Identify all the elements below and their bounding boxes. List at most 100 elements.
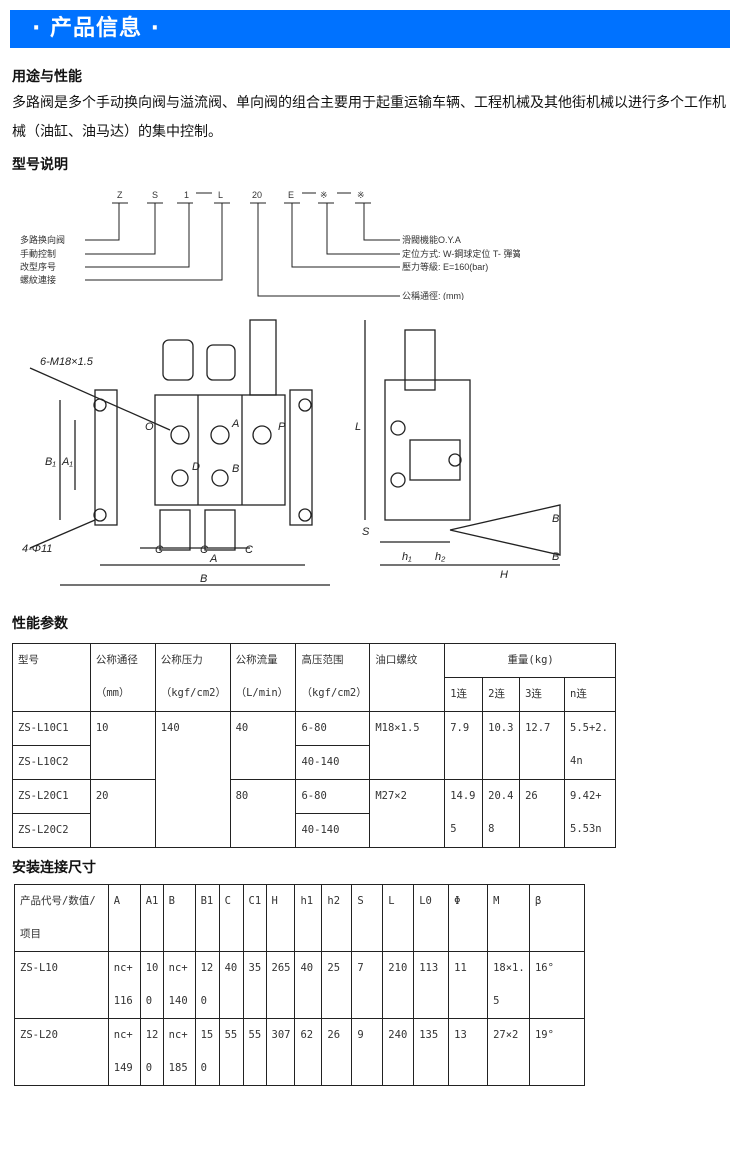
svg-text:B₁: B₁ [45, 456, 56, 468]
svg-text:公稱通徑: (mm): 公稱通徑: (mm) [402, 290, 464, 300]
perf-heading: 性能参数 [12, 616, 68, 632]
svg-text:6-M18×1.5: 6-M18×1.5 [40, 356, 94, 368]
svg-text:L: L [218, 190, 223, 200]
svg-text:B: B [552, 513, 559, 525]
svg-text:h₁: h₁ [402, 551, 412, 563]
table-cell: L [382, 884, 415, 952]
table-cell: h1 [294, 884, 323, 952]
table-cell: 55 [242, 1018, 267, 1086]
svg-text:滑閥機能O.Y.A: 滑閥機能O.Y.A [402, 234, 461, 245]
table-cell: 9 [351, 1018, 384, 1086]
svg-text:※: ※ [320, 190, 328, 200]
table-cell: 120 [139, 1018, 164, 1086]
table-cell: C [218, 884, 244, 952]
svg-text:O: O [145, 421, 154, 433]
table-cell: 16° [528, 951, 586, 1019]
svg-text:改型序号: 改型序号 [20, 261, 56, 272]
table-cell: 240 [382, 1018, 415, 1086]
table-cell: nc+185 [162, 1018, 196, 1086]
svg-text:C: C [200, 544, 208, 556]
table-cell: 150 [194, 1018, 220, 1086]
table-cell: 18×1.5 [487, 951, 530, 1019]
table-cell: 35 [242, 951, 267, 1019]
svg-text:1: 1 [184, 190, 189, 200]
table-cell: 307 [265, 1018, 296, 1086]
table-cell: β [528, 884, 586, 952]
table-cell: 7 [351, 951, 384, 1019]
svg-text:E: E [288, 190, 294, 200]
table-cell: B [162, 884, 196, 952]
svg-text:C: C [155, 544, 163, 556]
table-cell: A1 [139, 884, 164, 952]
svg-text:多路换向阀: 多路换向阀 [20, 234, 65, 245]
svg-text:Z: Z [117, 190, 123, 200]
svg-text:※: ※ [357, 190, 365, 200]
table-cell: H [265, 884, 296, 952]
svg-text:手動控制: 手動控制 [20, 248, 56, 259]
table-cell: 26 [321, 1018, 353, 1086]
table-cell: nc+140 [162, 951, 196, 1019]
table-cell: A [107, 884, 141, 952]
svg-text:C: C [245, 544, 253, 556]
section-banner: · 产品信息 · [10, 10, 730, 48]
table-cell: 135 [413, 1018, 450, 1086]
table-cell: C1 [242, 884, 267, 952]
svg-text:D: D [192, 461, 200, 473]
table-cell: 产品代号/数值/项目 [14, 884, 109, 952]
svg-text:螺紋連接: 螺紋連接 [20, 274, 56, 285]
table-cell: 25 [321, 951, 353, 1019]
svg-text:S: S [152, 190, 158, 200]
install-heading: 安装连接尺寸 [12, 860, 96, 876]
table-cell: 265 [265, 951, 296, 1019]
model-heading: 型号说明 [12, 157, 68, 173]
table-cell: 62 [294, 1018, 323, 1086]
svg-text:B: B [552, 551, 559, 563]
svg-text:4-Φ11: 4-Φ11 [22, 543, 52, 555]
svg-text:A: A [231, 418, 239, 430]
table-cell: L0 [413, 884, 450, 952]
table-cell: M [487, 884, 530, 952]
table-cell: 40 [218, 951, 244, 1019]
table-cell: ZS-L10 [14, 951, 109, 1019]
usage-text: 多路阀是多个手动换向阀与溢流阀、单向阀的组合主要用于起重运输车辆、工程机械及其他… [12, 95, 726, 140]
svg-text:A₁: A₁ [61, 456, 73, 468]
svg-text:P: P [278, 421, 286, 433]
table-cell: Φ [448, 884, 489, 952]
table-cell: 120 [194, 951, 220, 1019]
svg-text:L: L [355, 421, 361, 433]
table-cell: 40 [294, 951, 323, 1019]
table-cell: B1 [194, 884, 220, 952]
table-cell: 27×2 [487, 1018, 530, 1086]
table-cell: 13 [448, 1018, 489, 1086]
table-cell: 11 [448, 951, 489, 1019]
svg-text:B: B [200, 573, 207, 585]
table-cell: nc+149 [107, 1018, 141, 1086]
table-cell: 55 [218, 1018, 244, 1086]
table-cell: h2 [321, 884, 353, 952]
table-cell: 100 [139, 951, 164, 1019]
table-cell: nc+116 [107, 951, 141, 1019]
svg-text:A: A [209, 553, 217, 565]
svg-text:定位方式: W-鋼球定位 T- 彈簧復位: 定位方式: W-鋼球定位 T- 彈簧復位 [402, 248, 520, 259]
svg-text:B: B [232, 463, 239, 475]
table-cell: 19° [528, 1018, 586, 1086]
svg-text:壓力等級: E=160(bar): 壓力等級: E=160(bar) [402, 261, 488, 272]
table-cell: 113 [413, 951, 450, 1019]
table-cell: S [351, 884, 384, 952]
usage-heading: 用途与性能 [12, 69, 82, 85]
svg-text:H: H [500, 569, 508, 581]
performance-table: 型号公称通径（mm）公称压力（kgf/cm2）公称流量（L/min）高压范围（k… [12, 643, 616, 848]
svg-text:S: S [362, 526, 370, 538]
table-cell: ZS-L20 [14, 1018, 109, 1086]
svg-text:20: 20 [252, 190, 262, 200]
